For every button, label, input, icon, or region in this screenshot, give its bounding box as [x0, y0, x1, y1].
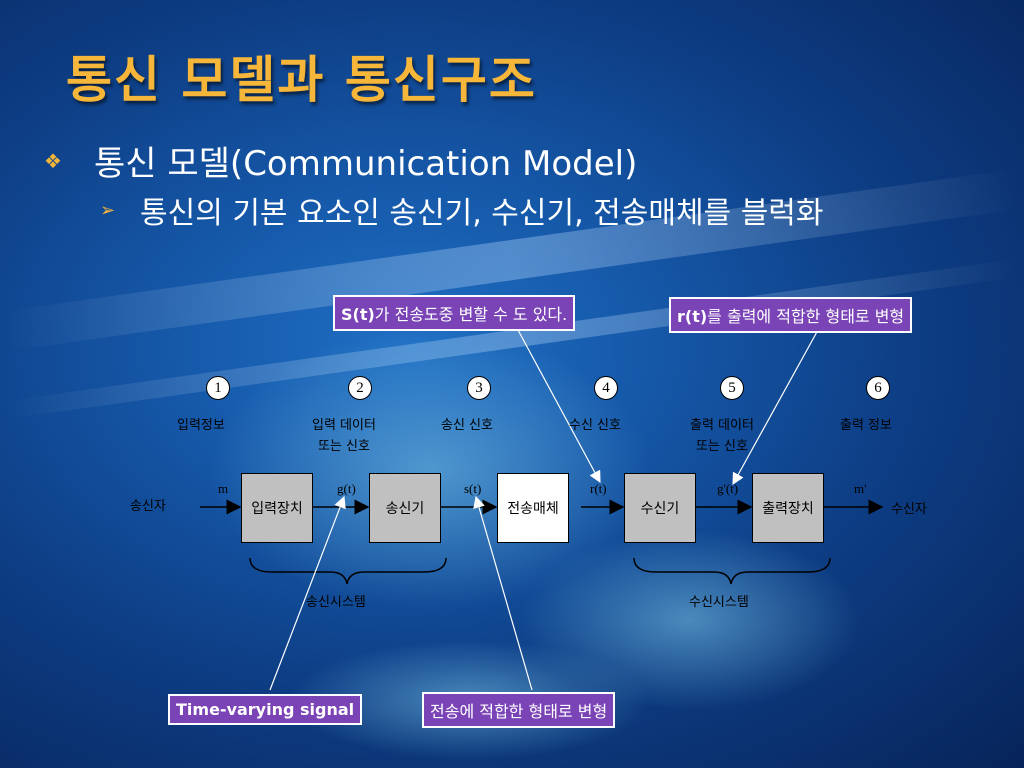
- stage-number-4: 4: [594, 376, 618, 400]
- stage-number-3: 3: [467, 376, 491, 400]
- block-input-device: 입력장치: [241, 473, 313, 543]
- stage-label-4: 수신 신호: [569, 418, 621, 433]
- arrow-bullet-icon: ➢: [100, 199, 116, 221]
- signal-r: r(t): [590, 481, 607, 496]
- signal-s: s(t): [464, 481, 482, 496]
- callout-rt-prefix: r(t): [677, 307, 708, 326]
- callout-st-prefix: S(t): [341, 305, 375, 324]
- stage-label-1: 입력정보: [177, 418, 225, 433]
- callout-rt-rest: 를 출력에 적합한 형태로 변형: [707, 307, 905, 326]
- stage-label-6: 출력 정보: [840, 418, 892, 433]
- block-output-device: 출력장치: [752, 473, 824, 543]
- block-transmitter: 송신기: [369, 473, 441, 543]
- stage-label-2: 입력 데이터 또는 신호: [312, 418, 376, 454]
- bullet-level1: ❖ 통신 모델(Communication Model): [44, 136, 637, 185]
- signal-m-prime: m': [854, 481, 867, 496]
- callout-time-varying: Time-varying signal: [168, 694, 363, 725]
- bullet-level2-text: 통신의 기본 요소인 송신기, 수신기, 전송매체를 블럭화: [140, 196, 824, 231]
- stage-number-2: 2: [348, 376, 372, 400]
- slide-title: 통신 모델과 통신구조: [66, 51, 537, 109]
- stage-number-6: 6: [866, 376, 890, 400]
- block-transmission-medium: 전송매체: [497, 473, 569, 543]
- diamond-bullet-icon: ❖: [44, 148, 62, 173]
- block-receiver: 수신기: [624, 473, 696, 543]
- stage-number-5: 5: [720, 376, 744, 400]
- signal-m: m: [218, 481, 229, 496]
- signal-g: g(t): [337, 481, 356, 496]
- stage-number-1: 1: [206, 376, 230, 400]
- receiver-label: 수신자: [891, 502, 927, 517]
- callout-rt-convert: r(t)를 출력에 적합한 형태로 변형: [669, 297, 913, 333]
- stage-label-3: 송신 신호: [441, 418, 493, 433]
- bullet-level1-text: 통신 모델(Communication Model): [94, 144, 638, 184]
- sender-label: 송신자: [130, 499, 166, 514]
- stage-label-5: 출력 데이터 또는 신호: [690, 418, 754, 454]
- callout-st-may-change: S(t)가 전송도중 변할 수 도 있다.: [333, 295, 576, 331]
- transmit-system-label: 송신시스템: [306, 595, 366, 610]
- bullet-level2: ➢ 통신의 기본 요소인 송신기, 수신기, 전송매체를 블럭화: [100, 188, 824, 232]
- callout-st-rest: 가 전송도중 변할 수 도 있다.: [374, 305, 568, 324]
- receive-system-label: 수신시스템: [689, 595, 749, 610]
- signal-g-prime: g'(t): [717, 481, 739, 496]
- callout-transmission-convert: 전송에 적합한 형태로 변형: [422, 692, 616, 728]
